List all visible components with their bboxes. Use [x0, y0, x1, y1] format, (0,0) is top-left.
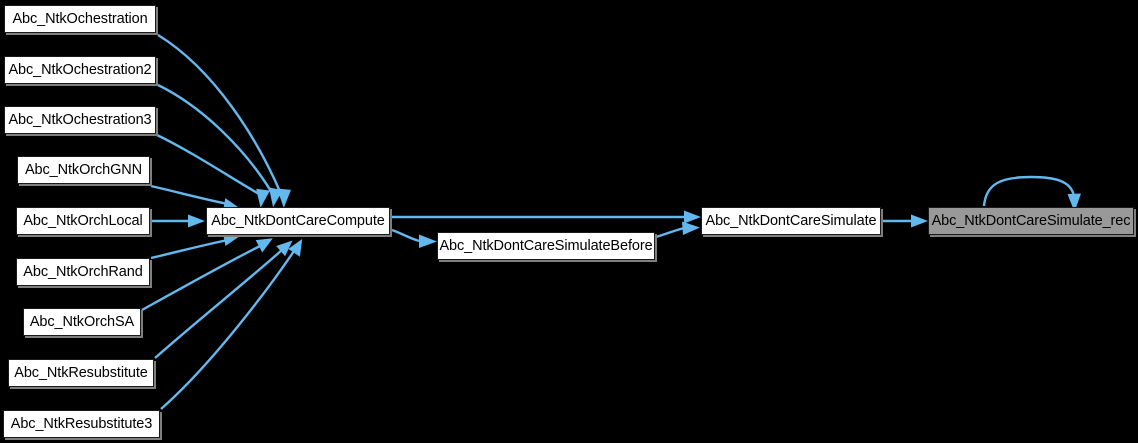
- node-label: Abc_NtkOrchLocal: [23, 212, 143, 229]
- node-abc-ntkorchrand[interactable]: Abc_NtkOrchRand: [16, 258, 150, 286]
- edge-dontcaresimulate-to-dontcaresimulate-rec: [883, 214, 928, 228]
- edge-resubstitute3-to-dontcarecompute: [160, 238, 303, 410]
- node-label: Abc_NtkResubstitute: [14, 364, 148, 381]
- edge-ochestration-to-dontcarecompute: [157, 33, 292, 208]
- node-label: Abc_NtkDontCareSimulate_rec: [931, 212, 1131, 229]
- node-abc-ntkdontcaresimulate-rec[interactable]: Abc_NtkDontCareSimulate_rec: [928, 207, 1134, 235]
- edge-ochestration3-to-dontcarecompute: [156, 133, 270, 208]
- node-abc-ntkorchsa[interactable]: Abc_NtkOrchSA: [23, 308, 141, 336]
- node-label: Abc_NtkOrchRand: [23, 263, 143, 280]
- edge-ochestration2-to-dontcarecompute: [157, 83, 283, 208]
- edge-orchrand-to-dontcarecompute: [150, 232, 240, 260]
- node-label: Abc_NtkOchestration3: [8, 111, 152, 128]
- edge-orchlocal-to-dontcarecompute: [151, 214, 205, 228]
- edge-orchsa-to-dontcarecompute: [141, 238, 273, 312]
- edge-dontcaresimulatebefore-to-dontcaresimulate: [655, 221, 700, 239]
- node-label: Abc_NtkDontCareSimulate: [705, 212, 877, 229]
- node-label: Abc_NtkDontCareSimulateBefore: [439, 237, 653, 254]
- node-abc-ntkochestration3[interactable]: Abc_NtkOchestration3: [4, 106, 156, 134]
- node-abc-ntkdontcaresimulate[interactable]: Abc_NtkDontCareSimulate: [701, 207, 881, 235]
- node-abc-ntkorchlocal[interactable]: Abc_NtkOrchLocal: [16, 207, 150, 235]
- edge-dontcarecompute-to-dontcaresimulate: [392, 210, 701, 224]
- node-label: Abc_NtkOrchGNN: [24, 161, 143, 178]
- node-abc-ntkochestration2[interactable]: Abc_NtkOchestration2: [4, 56, 156, 84]
- node-label: Abc_NtkDontCareCompute: [211, 212, 385, 229]
- edge-resubstitute-to-dontcarecompute: [154, 240, 293, 359]
- node-label: Abc_NtkOrchSA: [29, 313, 135, 330]
- node-label: Abc_NtkOchestration: [12, 10, 148, 27]
- node-abc-ntkdontcaresimulatebefore[interactable]: Abc_NtkDontCareSimulateBefore: [437, 232, 655, 260]
- node-label: Abc_NtkResubstitute3: [10, 415, 153, 432]
- node-abc-ntkresubstitute[interactable]: Abc_NtkResubstitute: [8, 359, 154, 387]
- node-label: Abc_NtkOchestration2: [8, 61, 152, 78]
- node-abc-ntkdontcarecompute[interactable]: Abc_NtkDontCareCompute: [206, 207, 390, 235]
- node-abc-ntkochestration[interactable]: Abc_NtkOchestration: [4, 5, 156, 33]
- node-abc-ntkorchgnn[interactable]: Abc_NtkOrchGNN: [17, 156, 150, 184]
- node-abc-ntkresubstitute3[interactable]: Abc_NtkResubstitute3: [3, 410, 160, 438]
- edge-dontcaresimulate-rec-self-loop: [982, 175, 1081, 212]
- edge-dontcarecompute-to-dontcaresimulatebefore: [391, 228, 437, 248]
